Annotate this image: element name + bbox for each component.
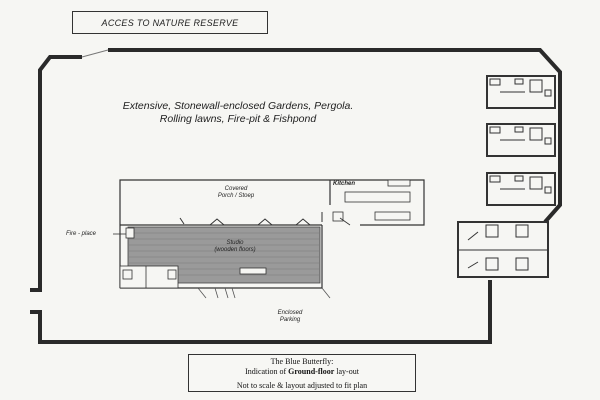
studio-label: Studio (wooden floors)	[205, 240, 265, 254]
fireplace-box	[125, 227, 135, 239]
studio-label-line-2: (wooden floors)	[214, 247, 256, 253]
gardens-description: Extensive, Stonewall-enclosed Gardens, P…	[118, 100, 358, 126]
fireplace-label: Fire - place	[66, 231, 97, 237]
parking-label-line-2: Parking	[279, 317, 301, 323]
cottage-2	[486, 123, 556, 157]
caption-line-2-prefix: Indication of	[245, 367, 289, 376]
boundary-wall	[108, 48, 562, 224]
bathroom	[119, 265, 179, 289]
porch-label-line-2: Porch / Stoep	[217, 193, 255, 199]
cottage-3	[486, 172, 556, 206]
gardens-line-2: Rolling lawns, Fire-pit & Fishpond	[159, 113, 317, 125]
caption-title: The Blue Butterfly:	[270, 357, 334, 366]
plan-caption: The Blue Butterfly: Indication of Ground…	[188, 354, 416, 392]
porch-label: Covered Porch / Stoep	[206, 186, 266, 200]
access-nature-reserve-label: ACCES TO NATURE RESERVE	[72, 11, 268, 34]
studio-label-line-1: Studio	[226, 240, 244, 246]
cottage-4	[457, 221, 549, 278]
caption-line-2-bold: Ground-floor	[288, 367, 335, 376]
cottage-1	[486, 75, 556, 109]
caption-line-2: Indication of Ground-floor lay-out	[189, 367, 415, 377]
studio-table	[239, 267, 267, 275]
kitchen-label: Kitchen	[333, 181, 356, 187]
boundary-wall-bottom	[30, 280, 492, 344]
parking-label-line-1: Enclosed	[277, 310, 303, 316]
caption-line-3: Not to scale & layout adjusted to fit pl…	[236, 381, 368, 390]
parking-label: Enclosed Parking	[260, 310, 320, 324]
kitchen	[329, 179, 425, 226]
caption-line-2-suffix: lay-out	[334, 367, 359, 376]
gardens-line-1: Extensive, Stonewall-enclosed Gardens, P…	[122, 100, 354, 112]
boundary-wall-left	[30, 55, 82, 292]
porch-label-line-1: Covered	[224, 186, 248, 192]
